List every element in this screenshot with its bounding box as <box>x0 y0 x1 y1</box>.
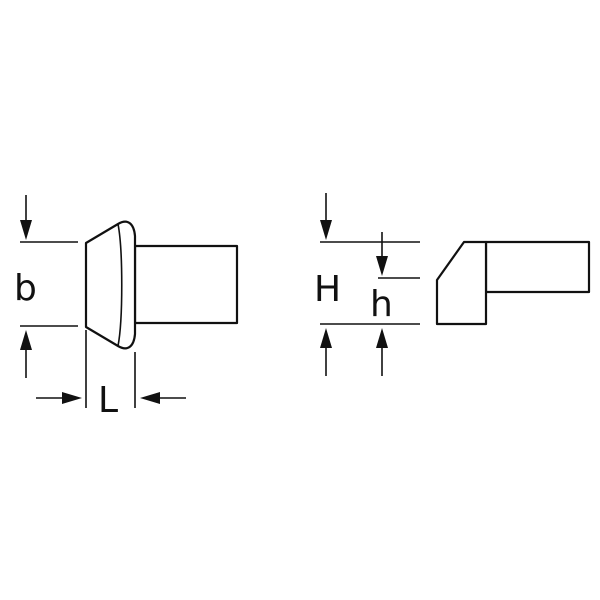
left-collar-edge <box>117 223 123 347</box>
H-arrow-top-head <box>320 220 332 240</box>
dimension-label-b: b <box>14 268 37 309</box>
L-arrow-left-head <box>62 392 82 404</box>
left-shank <box>133 244 239 325</box>
dimension-label-L: L <box>98 380 118 421</box>
right-part <box>435 240 591 326</box>
H-arrow-bottom-head <box>320 328 332 348</box>
b-arrow-top-head <box>20 220 32 240</box>
left-collar <box>84 220 137 350</box>
dimension-L: L <box>36 330 186 421</box>
b-arrow-bottom-head <box>20 330 32 350</box>
dimension-label-H: H <box>314 269 341 310</box>
dimension-b: b <box>14 195 78 378</box>
h-arrow-top-head <box>376 256 388 276</box>
dimension-label-h: h <box>370 284 393 325</box>
L-arrow-right-head <box>140 392 160 404</box>
right-shank <box>484 240 591 294</box>
right-head <box>435 240 488 326</box>
dimension-H: H <box>314 193 420 376</box>
dimension-h: h <box>370 232 420 376</box>
left-part <box>84 220 239 350</box>
h-arrow-bottom-head <box>376 328 388 348</box>
